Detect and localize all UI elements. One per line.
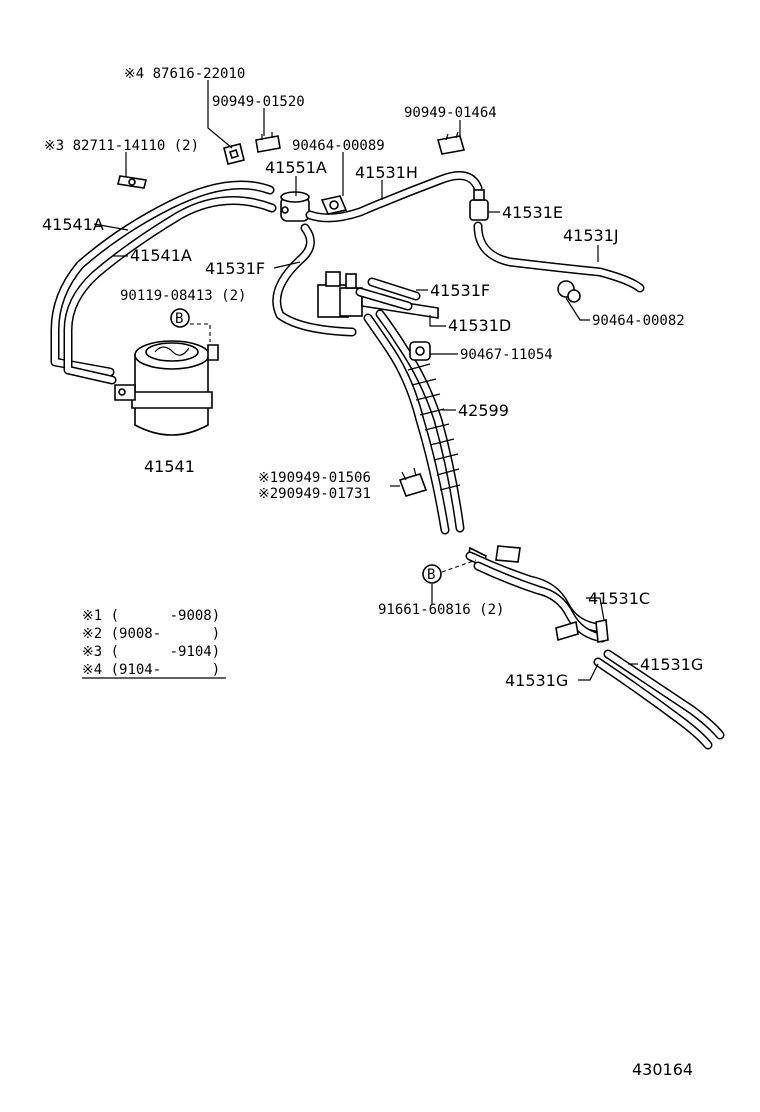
label-90464-00089: 90464-00089 — [292, 138, 385, 154]
legend: ※1 ( -9008) ※2 (9008- ) ※3 ( -9104) ※4 (… — [82, 608, 226, 679]
label-87616: ※4 87616-22010 — [124, 66, 245, 82]
label-41541a-1: 41541A — [42, 215, 104, 234]
label-90949-01506: ※190949-01506 — [258, 470, 371, 486]
label-90467: 90467-11054 — [460, 347, 553, 363]
part-labels: ※4 87616-22010 90949-01520 90949-01464 ※… — [42, 66, 703, 690]
hose-41541a — [50, 180, 277, 385]
hose-41531j — [473, 221, 645, 293]
hose-41531g — [593, 649, 725, 750]
diagram-number: 430164 — [632, 1060, 693, 1079]
ref-b-top: B — [170, 308, 211, 342]
ref-b-bottom-text: B — [427, 567, 435, 583]
clip-82711 — [117, 175, 147, 189]
label-41551a: 41551A — [265, 158, 327, 177]
clip-90949-01506 — [398, 467, 428, 497]
clamp-90467 — [409, 341, 431, 361]
hose-41531f-left — [272, 223, 357, 337]
label-41531g-1: 41531G — [640, 655, 703, 674]
clip-90464-00089 — [320, 195, 348, 215]
legend-line-2: ※2 (9008- ) — [82, 626, 220, 642]
clip-87616 — [223, 143, 245, 165]
legend-line-1: ※1 ( -9008) — [82, 608, 220, 624]
legend-line-3: ※3 ( -9104) — [82, 644, 220, 660]
label-41531c: 41531C — [588, 589, 650, 608]
label-41531f-1: 41531F — [205, 259, 265, 278]
label-90119: 90119-08413 (2) — [120, 288, 246, 304]
label-90464-00082: 90464-00082 — [592, 313, 685, 329]
ref-b-bottom: B — [422, 559, 477, 584]
label-41531d: 41531D — [448, 316, 511, 335]
label-41541a-2: 41541A — [130, 246, 192, 265]
label-90949-01520: 90949-01520 — [212, 94, 305, 110]
pipe-41531c — [465, 545, 609, 643]
clip-90949-01520 — [255, 132, 281, 153]
label-90949-01464: 90949-01464 — [404, 105, 497, 121]
label-42599: 42599 — [458, 401, 509, 420]
ref-b-top-text: B — [175, 311, 183, 327]
label-41531j: 41531J — [563, 226, 619, 245]
clip-90949-01464 — [436, 131, 466, 155]
legend-line-4: ※4 (9104- ) — [82, 662, 220, 678]
canister — [114, 340, 219, 436]
label-90949-01731: ※290949-01731 — [258, 486, 371, 502]
label-41531h: 41531H — [355, 163, 418, 182]
hose-41531h — [305, 171, 483, 223]
leader-lines — [93, 80, 638, 681]
label-41531e: 41531E — [502, 203, 563, 222]
hose-42599 — [363, 309, 465, 535]
label-41531f-2: 41531F — [430, 281, 490, 300]
label-41541: 41541 — [144, 457, 195, 476]
fitting-41531e — [469, 189, 489, 221]
clip-90464-00082 — [557, 280, 581, 303]
label-41531g-2: 41531G — [505, 671, 568, 690]
hose-41531f-right — [355, 277, 421, 311]
valve-41551a — [280, 191, 310, 222]
label-82711: ※3 82711-14110 (2) — [44, 138, 199, 154]
label-91661: 91661-60816 (2) — [378, 602, 504, 618]
